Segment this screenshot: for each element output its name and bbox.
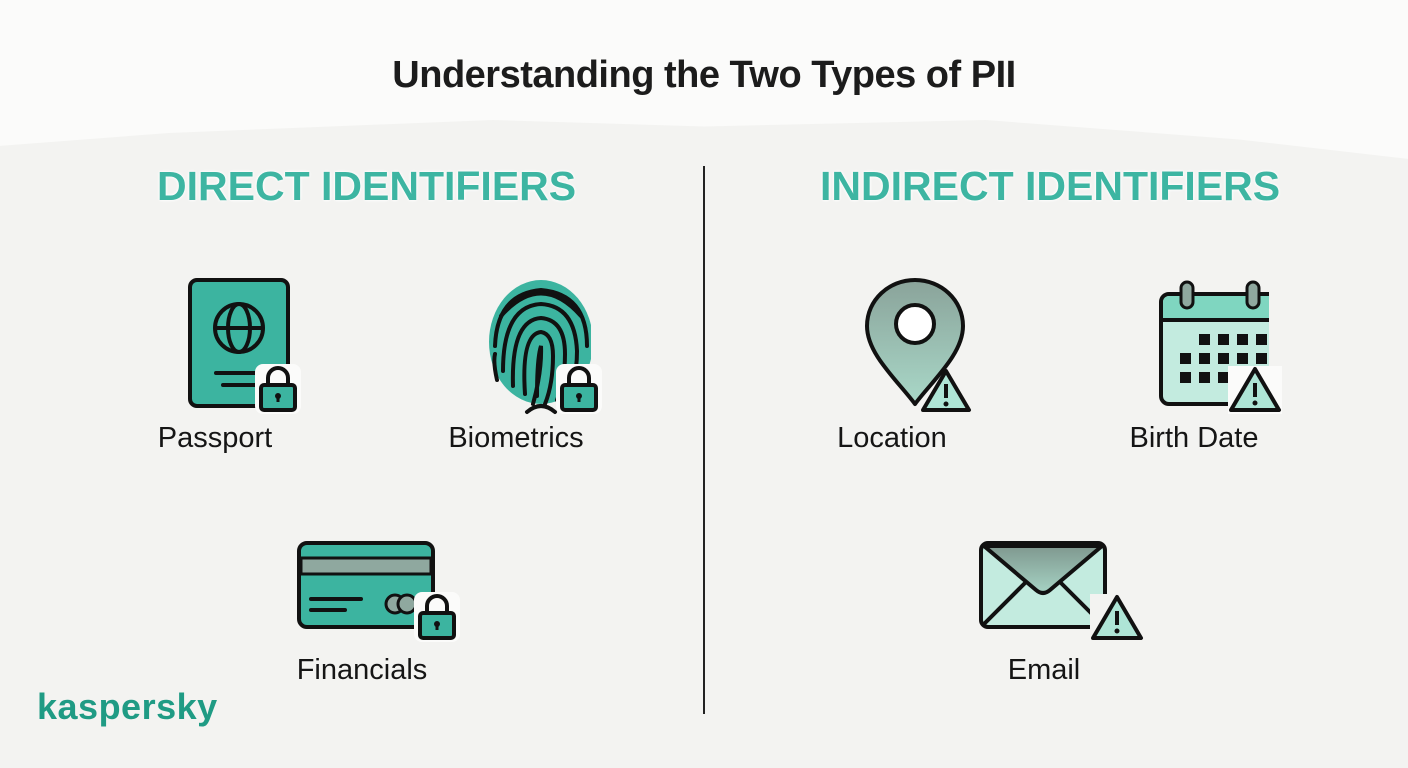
item-passport: Passport: [115, 276, 315, 455]
indirect-identifiers-heading: INDIRECT IDENTIFIERS: [820, 163, 1281, 209]
lock-icon: [255, 364, 301, 414]
kaspersky-logo: kaspersky: [37, 686, 218, 727]
warning-icon: [1228, 366, 1282, 414]
item-financials: Financials: [262, 540, 462, 687]
warning-icon: [1090, 594, 1144, 642]
location-pin-icon: [865, 278, 965, 406]
item-email: Email: [944, 540, 1144, 687]
item-label: Location: [837, 422, 947, 454]
lock-icon: [556, 364, 602, 414]
page-title: Understanding the Two Types of PII: [392, 54, 1016, 96]
item-location: Location: [792, 276, 992, 455]
item-label: Financials: [296, 654, 428, 686]
envelope-icon: [979, 541, 1107, 629]
lock-icon: [414, 592, 460, 642]
item-birth-date: Birth Date: [1094, 276, 1294, 455]
item-label: Biometrics: [448, 422, 584, 454]
item-label: Birth Date: [1129, 422, 1259, 454]
credit-card-icon: [297, 541, 435, 629]
section-divider: [703, 166, 705, 714]
item-biometrics: Biometrics: [416, 276, 616, 455]
warning-icon: [921, 369, 971, 412]
direct-identifiers-heading: DIRECT IDENTIFIERS: [157, 163, 577, 209]
item-label: Passport: [157, 422, 273, 454]
item-label: Email: [1007, 654, 1081, 686]
